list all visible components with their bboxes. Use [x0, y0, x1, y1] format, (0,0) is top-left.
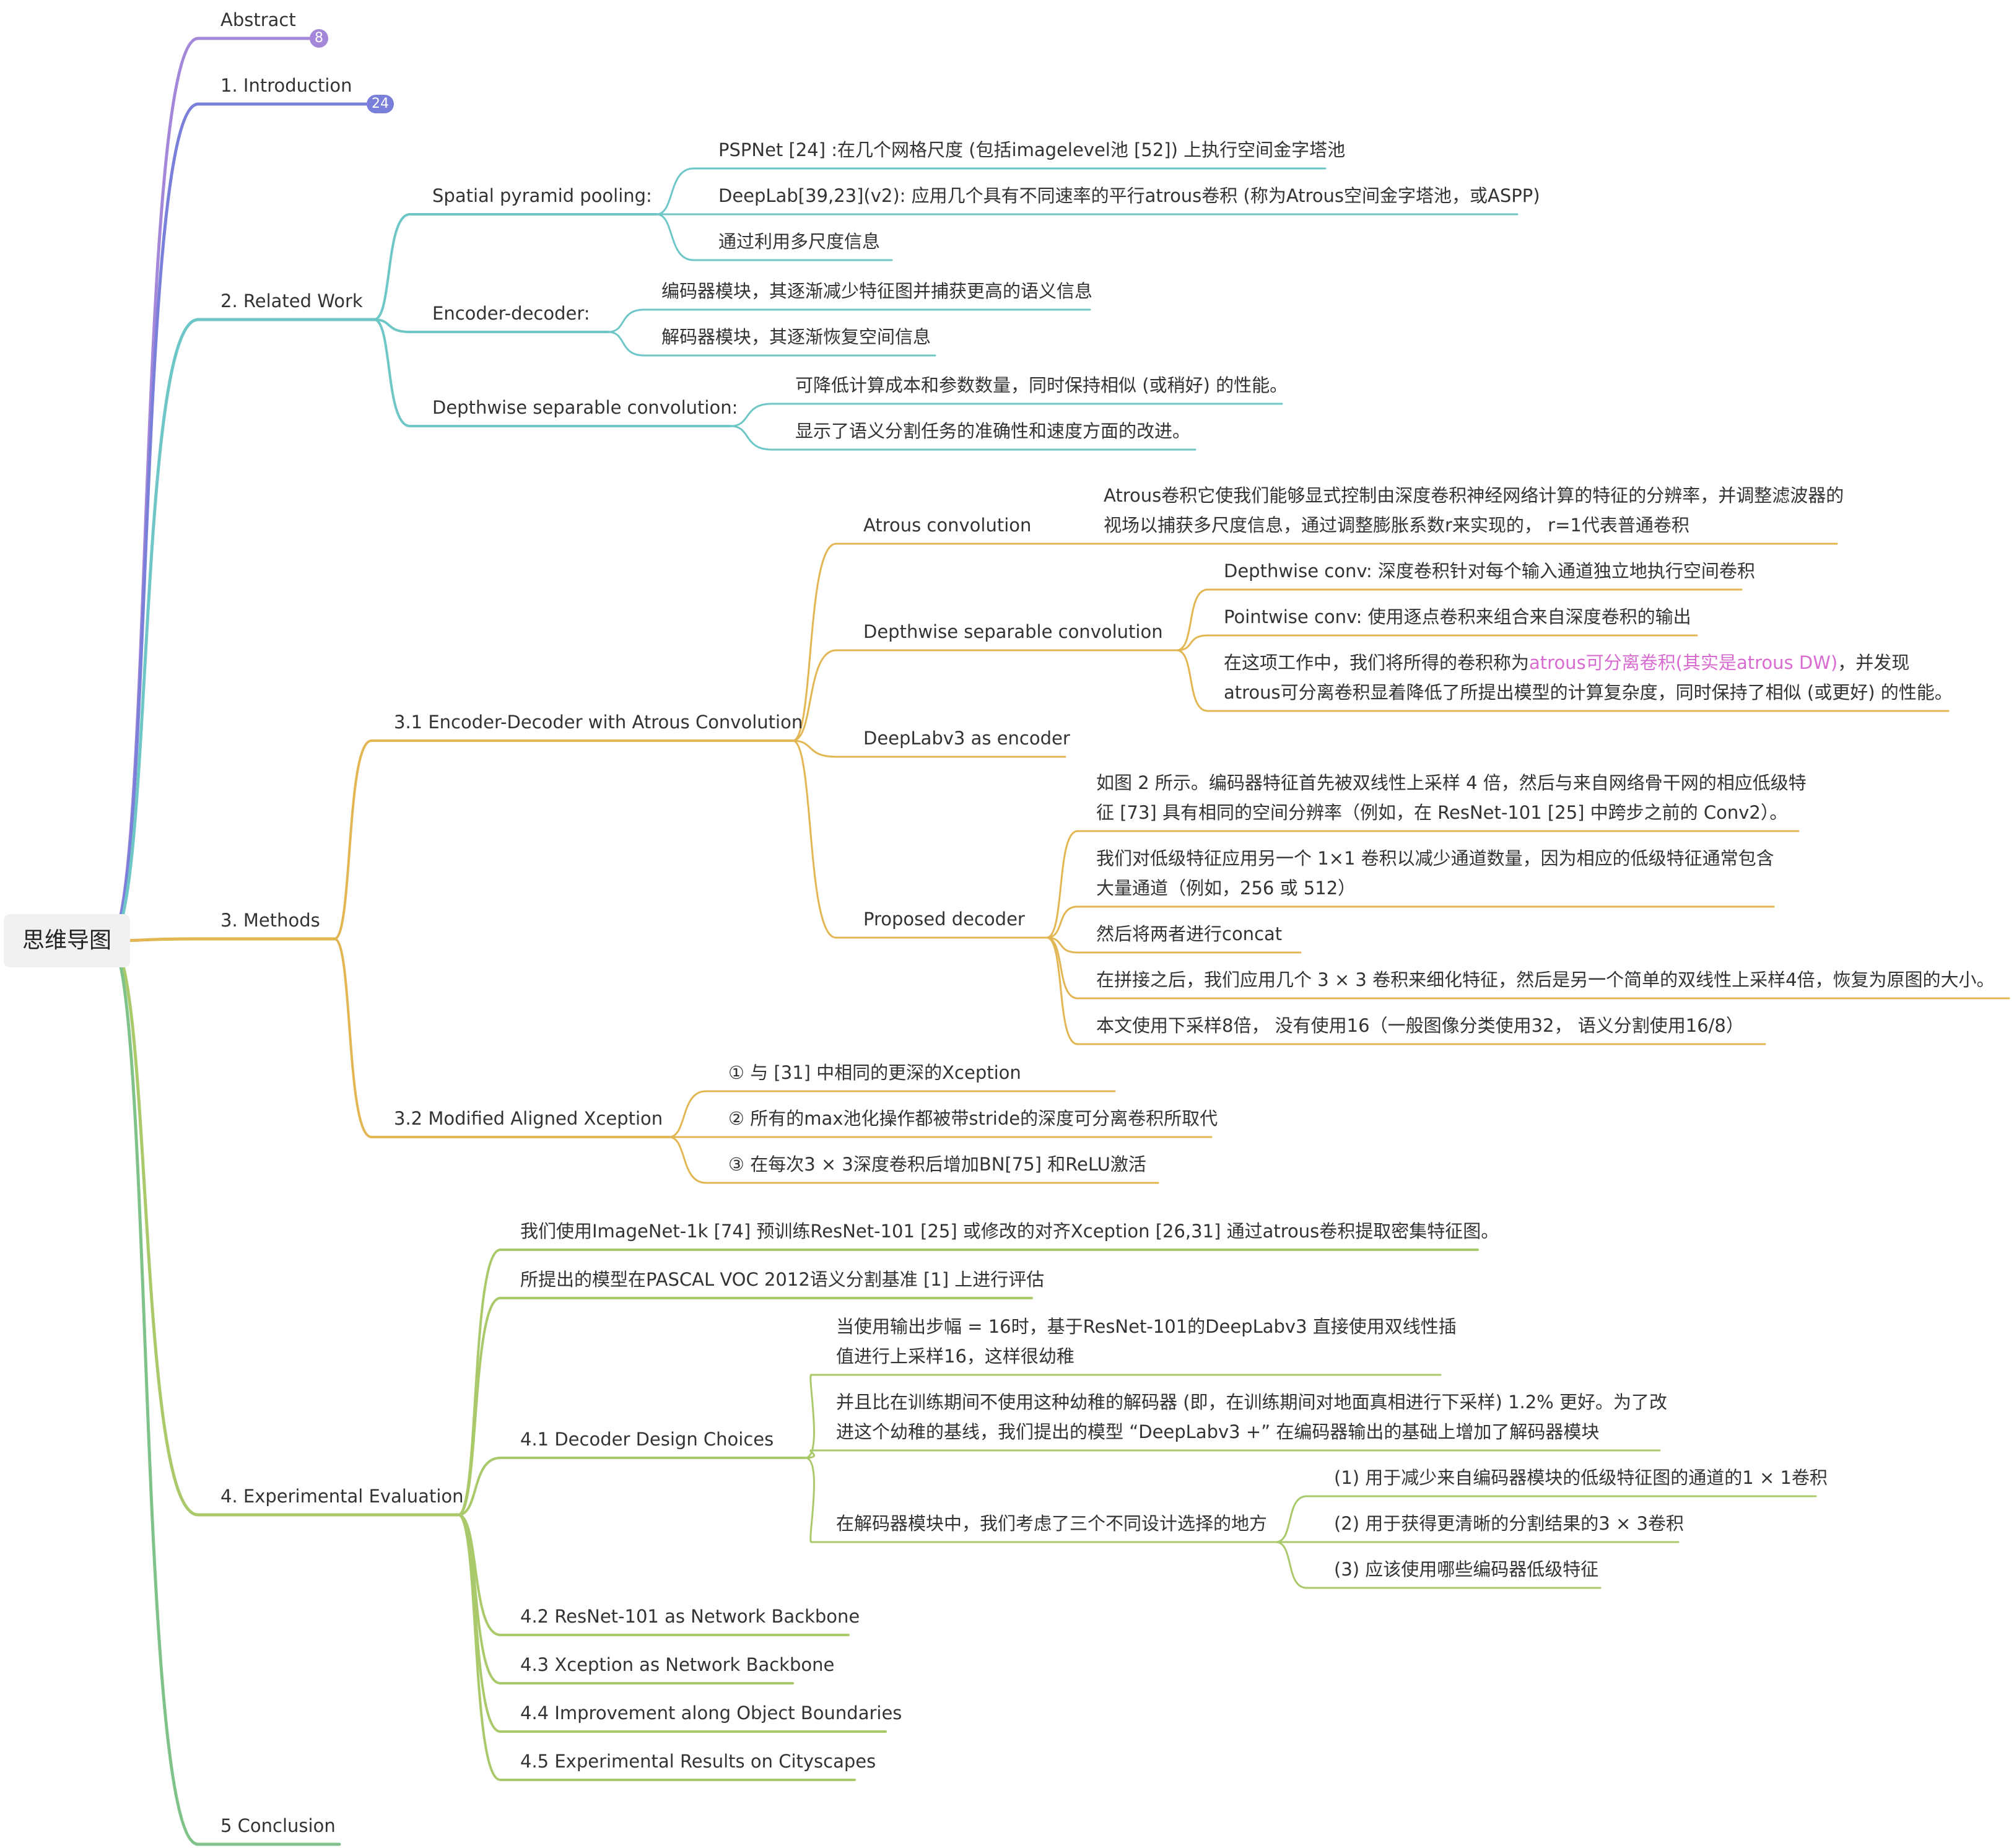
node-3-2-modified-xception[interactable]: 3.2 Modified Aligned Xception	[394, 1108, 663, 1129]
leaf-reduce-cost[interactable]: 可降低计算成本和参数数量，同时保持相似 (或稍好) 的性能。	[795, 375, 1288, 396]
node-related-work[interactable]: 2. Related Work	[220, 290, 363, 312]
leaf-choice-1x1[interactable]: (1) 用于减少来自编码器模块的低级特征图的通道的1 × 1卷积	[1334, 1467, 1828, 1488]
node-depthwise-separable-related[interactable]: Depthwise separable convolution:	[432, 397, 738, 418]
leaf-atrous-separable-pre: 在这项工作中，我们将所得的卷积称为	[1224, 652, 1530, 673]
leaf-deeplab-v2[interactable]: DeepLab[39,23](v2): 应用几个具有不同速率的平行atrous卷…	[718, 185, 1540, 206]
leaf-atrous-separable-line1[interactable]: 在这项工作中，我们将所得的卷积称为atrous可分离卷积(其实是atrous D…	[1224, 648, 1909, 678]
leaf-decoder-downsample[interactable]: 本文使用下采样8倍， 没有使用16（一般图像分类使用32， 语义分割使用16/8…	[1096, 1015, 1744, 1036]
leaf-choice-3x3[interactable]: (2) 用于获得更清晰的分割结果的3 × 3卷积	[1334, 1513, 1684, 1534]
experimental-connector-2	[457, 1457, 502, 1516]
decoder-connector-2	[1045, 936, 1079, 954]
leaf-maxpool-replaced[interactable]: ② 所有的max池化操作都被带stride的深度可分离卷积所取代	[728, 1108, 1218, 1129]
highlight-atrous-dw: atrous可分离卷积(其实是atrous DW)	[1529, 652, 1838, 673]
experimental-connector-6	[457, 1514, 502, 1781]
node-design-choices[interactable]: 在解码器模块中，我们考虑了三个不同设计选择的地方	[836, 1513, 1268, 1534]
related-connector-2	[373, 318, 411, 427]
leaf-deeplabv3plus-line2[interactable]: 进这个幼稚的基线，我们提出的模型 “DeepLabv3 +” 在编码器输出的基础…	[836, 1421, 1600, 1442]
leaf-pointwise-conv[interactable]: Pointwise conv: 使用逐点卷积来组合来自深度卷积的输出	[1224, 606, 1691, 627]
leaf-decoder-upsample-line2[interactable]: 征 [73] 具有相同的空间分辨率（例如，在 ResNet-101 [25] 中…	[1096, 802, 1788, 823]
leaf-encoder-module[interactable]: 编码器模块，其逐渐减少特征图并捕获更高的语义信息	[661, 281, 1093, 302]
leaf-multiscale-info[interactable]: 通过利用多尺度信息	[718, 231, 881, 252]
node-4-3-xception-backbone[interactable]: 4.3 Xception as Network Backbone	[520, 1654, 835, 1675]
node-4-4-object-boundaries[interactable]: 4.4 Improvement along Object Boundaries	[520, 1702, 902, 1724]
node-3-1-encoder-decoder[interactable]: 3.1 Encoder-Decoder with Atrous Convolut…	[394, 712, 803, 733]
node-4-1-decoder-design[interactable]: 4.1 Decoder Design Choices	[520, 1429, 774, 1450]
node-methods[interactable]: 3. Methods	[220, 910, 320, 931]
branch-connector-related-work	[107, 318, 200, 943]
leaf-deeper-xception[interactable]: ① 与 [31] 中相同的更深的Xception	[728, 1062, 1021, 1083]
branch-connector-conclusion	[107, 939, 200, 1846]
dsc-methods-connector-2	[1175, 649, 1209, 712]
leaf-atrous-separable-line2[interactable]: atrous可分离卷积显着降低了所提出模型的计算复杂度，同时保持了相似 (或更好…	[1224, 682, 1953, 703]
spp-connector-0	[655, 167, 695, 216]
leaf-pspnet[interactable]: PSPNet [24] :在几个网格尺度 (包括imagelevel池 [52]…	[718, 139, 1346, 160]
leaf-decoder-module[interactable]: 解码器模块，其逐渐恢复空间信息	[661, 326, 931, 347]
branch-connector-introduction	[107, 102, 200, 943]
m32-connector-0	[668, 1090, 707, 1138]
related-connector-0	[373, 213, 411, 321]
dsc-methods-connector-1	[1175, 634, 1209, 652]
leaf-decoder-1x1-line1[interactable]: 我们对低级特征应用另一个 1×1 卷积以减少通道数量，因为相应的低级特征通常包含	[1096, 848, 1774, 869]
e41-sub-connector-2	[1275, 1541, 1308, 1589]
leaf-bn-relu[interactable]: ③ 在每次3 × 3深度卷积后增加BN[75] 和ReLU激活	[728, 1154, 1146, 1175]
node-proposed-decoder[interactable]: Proposed decoder	[863, 909, 1025, 930]
branch-connector-abstract	[107, 37, 200, 943]
node-4-5-cityscapes[interactable]: 4.5 Experimental Results on Cityscapes	[520, 1751, 876, 1772]
experimental-connector-1	[457, 1297, 502, 1516]
node-deeplabv3-encoder[interactable]: DeepLabv3 as encoder	[863, 728, 1070, 749]
spp-connector-2	[655, 213, 695, 261]
dsc-related-connector-1	[730, 425, 773, 451]
leaf-choice-lowlevel[interactable]: (3) 应该使用哪些编码器低级特征	[1334, 1559, 1599, 1580]
node-encoder-decoder[interactable]: Encoder-decoder:	[432, 303, 590, 324]
root-node[interactable]: 思维导图	[4, 914, 130, 967]
node-experimental-evaluation[interactable]: 4. Experimental Evaluation	[220, 1486, 464, 1507]
branch-connector-experimental	[107, 939, 200, 1517]
e41-connector-0	[804, 1374, 815, 1459]
leaf-imagenet-pretrain[interactable]: 我们使用ImageNet-1k [74] 预训练ResNet-101 [25] …	[520, 1221, 1499, 1242]
leaf-decoder-refine[interactable]: 在拼接之后，我们应用几个 3 × 3 卷积来细化特征，然后是另一个简单的双线性上…	[1096, 969, 1995, 990]
m31-connector-1	[791, 649, 837, 742]
e41-sub-connector-0	[1275, 1495, 1308, 1543]
leaf-atrous-desc-line1[interactable]: Atrous卷积它使我们能够显式控制由深度卷积神经网络计算的特征的分辨率，并调整…	[1104, 485, 1844, 506]
leaf-naive-upsample-line2[interactable]: 值进行上采样16，这样很幼稚	[836, 1346, 1075, 1367]
leaf-depthwise-conv[interactable]: Depthwise conv: 深度卷积针对每个输入通道独立地执行空间卷积	[1224, 560, 1755, 582]
encdec-connector-1	[607, 331, 645, 357]
node-conclusion[interactable]: 5 Conclusion	[220, 1815, 336, 1836]
leaf-atrous-desc-line2[interactable]: 视场以捕获多尺度信息，通过调整膨胀系数r来实现的， r=1代表普通卷积	[1104, 515, 1689, 536]
node-4-2-resnet-backbone[interactable]: 4.2 ResNet-101 as Network Backbone	[520, 1606, 860, 1627]
leaf-decoder-upsample-line1[interactable]: 如图 2 所示。编码器特征首先被双线性上采样 4 倍，然后与来自网络骨干网的相应…	[1096, 772, 1807, 793]
m31-connector-0	[791, 543, 837, 742]
badge-abstract-count[interactable]: 8	[310, 29, 328, 48]
node-abstract[interactable]: Abstract	[220, 9, 296, 30]
dsc-related-connector-0	[730, 403, 773, 427]
m32-connector-2	[668, 1136, 707, 1184]
decoder-connector-0	[1045, 830, 1079, 939]
dsc-methods-connector-0	[1175, 588, 1209, 652]
node-spatial-pyramid-pooling[interactable]: Spatial pyramid pooling:	[432, 185, 652, 206]
decoder-connector-4	[1045, 936, 1079, 1045]
methods-connector-1	[333, 938, 373, 1138]
leaf-naive-upsample-line1[interactable]: 当使用输出步幅 = 16时，基于ResNet-101的DeepLabv3 直接使…	[836, 1316, 1457, 1337]
decoder-connector-1	[1045, 905, 1079, 939]
node-introduction[interactable]: 1. Introduction	[220, 75, 352, 96]
related-connector-1	[373, 318, 411, 333]
leaf-accuracy-speed[interactable]: 显示了语义分割任务的准确性和速度方面的改进。	[795, 421, 1191, 442]
leaf-atrous-separable-post: ，并发现	[1837, 652, 1910, 673]
leaf-decoder-concat[interactable]: 然后将两者进行concat	[1096, 923, 1283, 944]
methods-connector-0	[333, 739, 373, 940]
badge-introduction-count[interactable]: 24	[367, 95, 394, 113]
e41-connector-2	[804, 1457, 815, 1543]
m31-connector-2	[791, 739, 837, 758]
node-atrous-convolution[interactable]: Atrous convolution	[863, 515, 1032, 536]
leaf-deeplabv3plus-line1[interactable]: 并且比在训练期间不使用这种幼稚的解码器 (即，在训练期间对地面真相进行下采样) …	[836, 1392, 1667, 1413]
node-depthwise-separable-methods[interactable]: Depthwise separable convolution	[863, 621, 1163, 642]
leaf-decoder-1x1-line2[interactable]: 大量通道（例如，256 或 512）	[1096, 878, 1356, 899]
m31-connector-3	[791, 739, 837, 939]
leaf-pascal-voc[interactable]: 所提出的模型在PASCAL VOC 2012语义分割基准 [1] 上进行评估	[520, 1269, 1045, 1290]
encdec-connector-0	[607, 308, 645, 333]
